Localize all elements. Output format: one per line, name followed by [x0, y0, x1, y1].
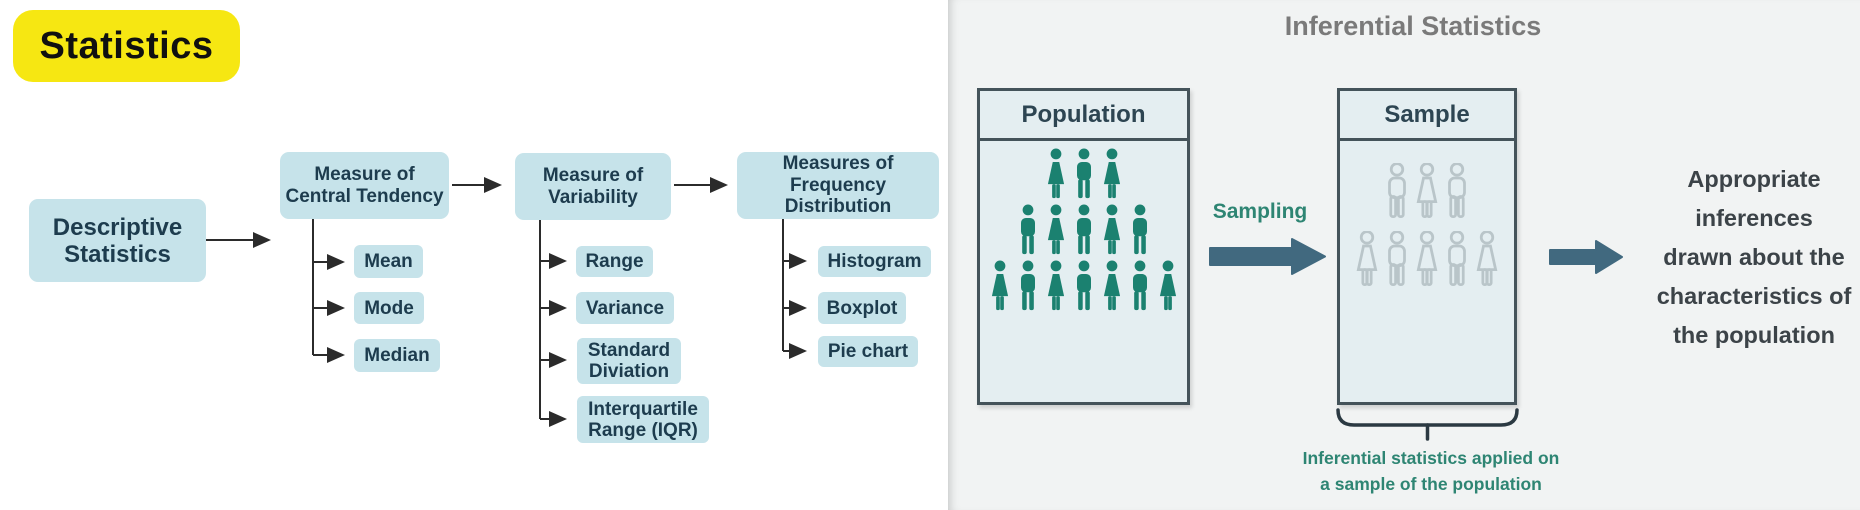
inferential-statistics-panel: Inferential Statistics Population Sampli…	[948, 0, 1860, 510]
man-icon	[1015, 260, 1041, 316]
node-descriptive-statistics: Descriptive Statistics	[29, 199, 206, 282]
node-label: Measure of	[542, 165, 644, 186]
woman-icon	[1413, 231, 1441, 291]
node-label: Statistics	[64, 240, 171, 268]
node-measure-variability: Measure of Variability	[515, 153, 671, 220]
man-icon	[1071, 204, 1097, 260]
woman-icon	[1043, 148, 1069, 204]
slide-title: Statistics	[39, 24, 214, 67]
node-variance: Variance	[576, 292, 674, 324]
node-histogram: Histogram	[818, 246, 931, 277]
man-icon	[1443, 231, 1471, 291]
node-mean: Mean	[354, 245, 423, 278]
man-icon	[1383, 231, 1411, 291]
panel-title: Inferential Statistics	[1284, 11, 1542, 41]
man-icon	[1127, 204, 1153, 260]
man-icon	[1127, 260, 1153, 316]
result-line: Appropriate	[1687, 166, 1821, 192]
man-icon	[1443, 163, 1471, 223]
inference-result-text: Appropriate inferences drawn about the c…	[1648, 160, 1860, 355]
result-line: inferences	[1695, 205, 1813, 231]
node-interquartile-range: Interquartile Range (IQR)	[577, 396, 709, 443]
sampling-label: Sampling	[1212, 200, 1308, 223]
node-measure-central-tendency: Measure of Central Tendency	[280, 152, 449, 219]
population-box: Population	[977, 88, 1190, 405]
result-line: characteristics of	[1656, 283, 1852, 309]
woman-icon	[1099, 204, 1125, 260]
population-header: Population	[980, 91, 1187, 141]
inference-arrow-icon	[1549, 240, 1623, 274]
man-icon	[1071, 148, 1097, 204]
node-boxplot: Boxplot	[818, 292, 906, 324]
sample-people	[1340, 141, 1514, 291]
population-people-row	[986, 260, 1182, 316]
node-mode: Mode	[354, 292, 424, 324]
node-label: Distribution	[784, 196, 892, 218]
result-line: drawn about the	[1663, 244, 1845, 270]
node-label: Measures of Frequency	[782, 153, 894, 196]
woman-icon	[1043, 260, 1069, 316]
population-people-row	[1014, 204, 1154, 260]
woman-icon	[1155, 260, 1181, 316]
sample-caption: Inferential statistics applied on a samp…	[1276, 445, 1586, 497]
node-label: Measure of	[314, 164, 415, 185]
node-pie-chart: Pie chart	[818, 336, 918, 367]
slide-title-badge: Statistics	[13, 10, 240, 82]
sample-header: Sample	[1340, 91, 1514, 141]
woman-icon	[1099, 260, 1125, 316]
caption-line: Inferential statistics applied on	[1302, 448, 1560, 468]
man-icon	[1383, 163, 1411, 223]
node-standard-deviation: Standard Diviation	[577, 338, 681, 384]
population-people-row	[1042, 148, 1126, 204]
woman-icon	[987, 260, 1013, 316]
brace-icon	[1336, 408, 1519, 441]
woman-icon	[1473, 231, 1501, 291]
node-median: Median	[354, 339, 440, 372]
node-label: Variability	[548, 186, 638, 208]
result-line: the population	[1673, 322, 1835, 348]
sample-people-row	[1352, 231, 1502, 291]
node-label: Descriptive	[52, 213, 183, 241]
caption-line: a sample of the population	[1320, 474, 1542, 494]
node-label: Central Tendency	[285, 185, 444, 207]
population-people	[980, 141, 1187, 316]
node-measures-frequency-distribution: Measures of Frequency Distribution	[737, 152, 939, 219]
woman-icon	[1099, 148, 1125, 204]
man-icon	[1015, 204, 1041, 260]
woman-icon	[1413, 163, 1441, 223]
sample-people-row	[1382, 163, 1472, 223]
sampling-arrow-icon	[1209, 238, 1326, 275]
flowchart-connectors	[206, 177, 807, 427]
man-icon	[1071, 260, 1097, 316]
sample-box: Sample	[1337, 88, 1517, 405]
node-range: Range	[576, 246, 653, 277]
woman-icon	[1353, 231, 1381, 291]
woman-icon	[1043, 204, 1069, 260]
